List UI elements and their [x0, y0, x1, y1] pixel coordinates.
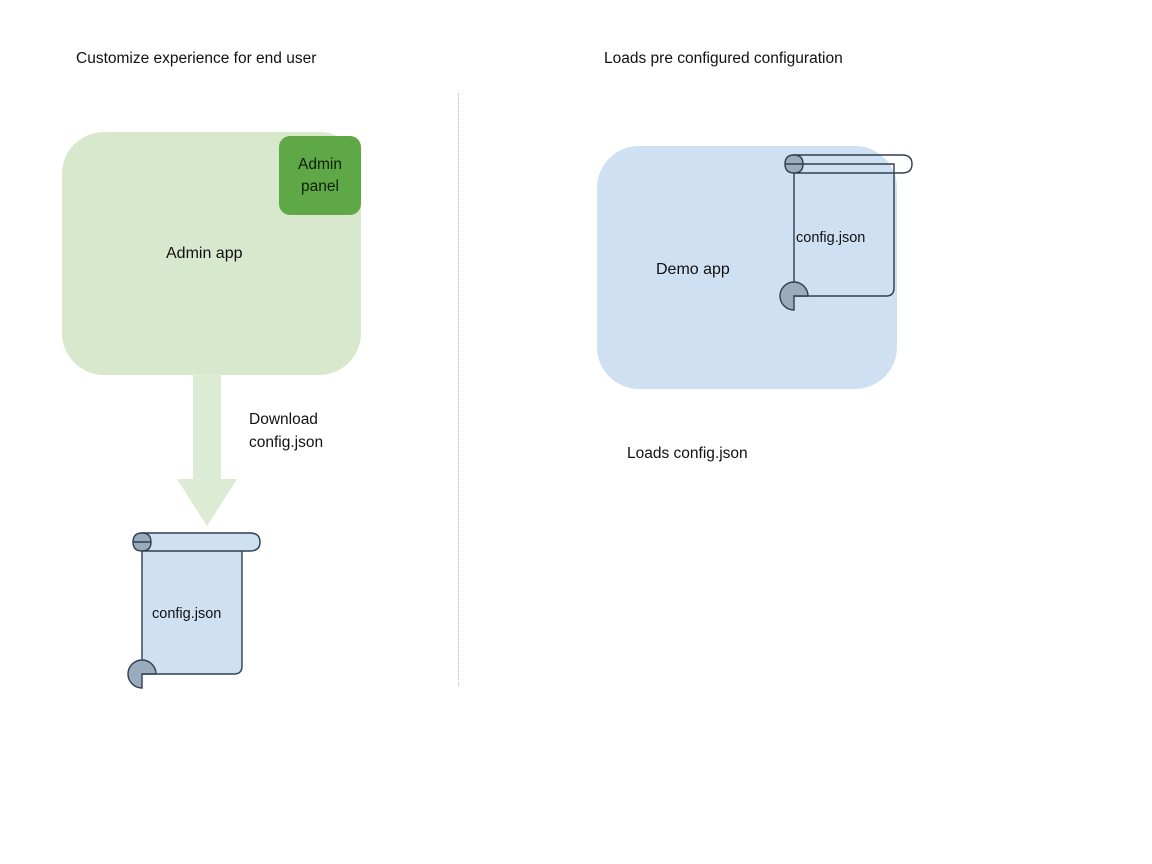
- admin-panel-chip[interactable]: Admin panel: [279, 136, 361, 215]
- demo-app-label: Demo app: [656, 261, 730, 278]
- left-column-title: Customize experience for end user: [76, 50, 317, 67]
- config-json-label-left: config.json: [152, 606, 222, 622]
- demo-app-box: [597, 146, 897, 389]
- config-json-document-left: [127, 532, 261, 689]
- column-divider: [458, 93, 459, 686]
- admin-panel-chip-label: Admin panel: [298, 155, 342, 195]
- admin-app-label: Admin app: [166, 245, 243, 262]
- download-arrow-label: Download config.json: [249, 411, 324, 451]
- right-column-title: Loads pre configured configuration: [604, 50, 843, 67]
- config-json-label-right: config.json: [796, 230, 866, 246]
- download-arrow-icon: [177, 374, 237, 526]
- config-json-document-right: [779, 154, 913, 311]
- loads-config-caption: Loads config.json: [627, 445, 748, 462]
